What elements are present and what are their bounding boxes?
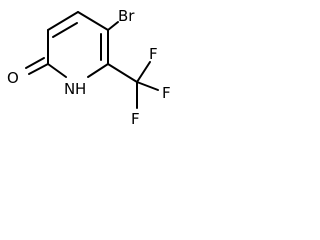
bond-c3-c4 (47, 11, 79, 31)
atom-nitrogen-label: N (64, 80, 75, 98)
atom-oxygen-label: O (7, 69, 19, 87)
bond-n1-c2 (47, 63, 67, 78)
bond-c-f-right (136, 81, 159, 91)
bond-c2-o-2 (25, 57, 45, 69)
bond-c6-cf3 (107, 63, 138, 83)
atom-fluorine-bottom-label: F (131, 110, 140, 128)
chemical-structure: Br O N H F F F (7, 7, 171, 128)
trifluoromethyl-bonds (136, 61, 159, 109)
bond-c2-o-1 (28, 63, 49, 75)
atom-hydrogen-label: H (75, 80, 86, 98)
ring-bonds (47, 11, 109, 78)
atom-bromine-label: Br (118, 7, 135, 25)
bond-c-f-top (136, 61, 151, 83)
bond-c3-c4-inner (52, 22, 78, 38)
bond-c5-br (107, 21, 119, 31)
atom-fluorine-right-label: F (162, 84, 171, 102)
carbonyl-bonds (25, 57, 49, 75)
bond-c4-c5 (77, 11, 109, 31)
atom-fluorine-top-label: F (149, 45, 158, 63)
bond-c6-n1 (87, 63, 109, 78)
